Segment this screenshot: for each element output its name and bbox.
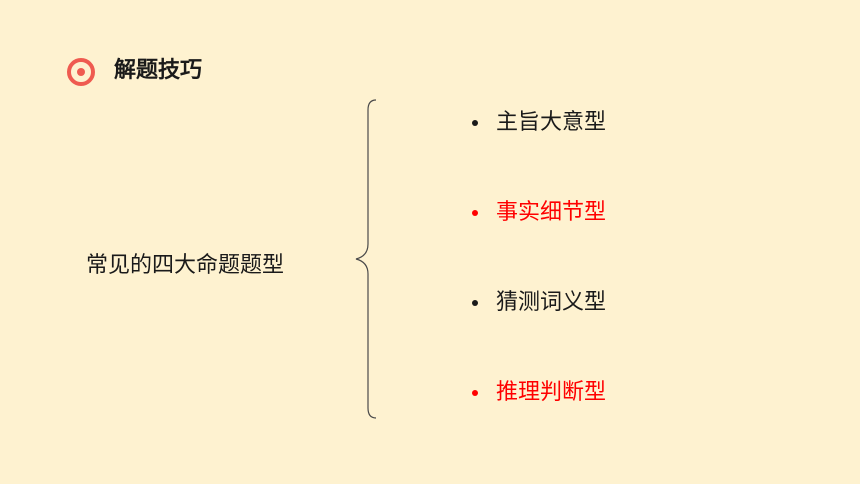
target-icon: [67, 58, 95, 86]
bullet-icon: [472, 210, 478, 216]
bullet-icon: [472, 300, 478, 306]
type-item-detail: 事实细节型: [472, 196, 606, 230]
type-label: 推理判断型: [496, 380, 607, 405]
type-item-word-meaning: 猜测词义型: [472, 286, 606, 320]
type-item-main-idea: 主旨大意型: [472, 106, 606, 140]
main-label: 常见的四大命题题型: [86, 253, 285, 278]
bullet-icon: [472, 120, 478, 126]
type-item-inference: 推理判断型: [472, 376, 606, 410]
section-title: 解题技巧: [114, 58, 203, 83]
type-label: 猜测词义型: [496, 290, 607, 315]
type-label: 事实细节型: [496, 200, 607, 225]
bullet-icon: [472, 390, 478, 396]
type-label: 主旨大意型: [496, 110, 607, 135]
curly-brace: [355, 99, 377, 419]
